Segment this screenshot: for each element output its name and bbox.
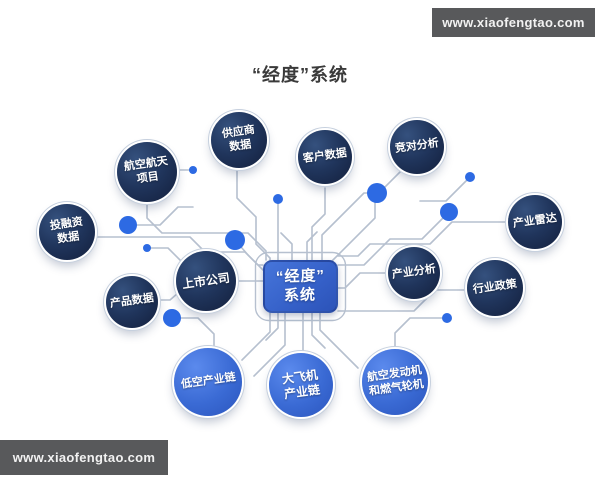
circuit-trace [306,231,318,261]
node-label: 航空航天 项目 [123,155,169,186]
circuit-trace [319,312,359,369]
circuit-trace [241,312,271,361]
diagram-title: “经度”系统 [252,65,348,85]
node-aerospace-project: 航空航天 项目 [117,142,177,202]
node-investment-data: 投融资 数据 [39,204,95,260]
circuit-trace [311,187,326,261]
circuit-trace [337,289,468,312]
circuit-trace [337,221,509,257]
circuit-trace [337,272,389,289]
node-industry-policy: 行业政策 [467,260,523,316]
node-label: 产品数据 [109,292,155,311]
circuit-trace [265,312,279,341]
connector-dot [465,172,475,182]
connector-dot [442,313,452,323]
connector-dot [163,309,181,327]
center-chip-line1: “经度” [275,266,326,286]
circuit-trace [331,166,406,262]
node-listed-company: 上市公司 [176,251,236,311]
center-chip: “经度” 系统 [263,260,338,313]
node-product-data: 产品数据 [106,276,158,328]
circuit-trace [419,176,471,202]
node-label: 航空发动机 和燃气轮机 [365,364,424,398]
node-industry-radar: 产业雷达 [508,195,562,249]
circuit-trace [146,247,185,265]
node-aero-engine-turbine: 航空发动机 和燃气轮机 [362,349,428,415]
center-chip-line2: 系统 [284,285,317,305]
circuit-trace [337,211,450,266]
connector-dot [143,244,151,252]
circuit-trace [253,312,286,377]
chip-outline [254,251,347,322]
node-customer-data: 客户数据 [298,130,352,184]
connector-dot [189,166,197,174]
connector-dot [367,183,387,203]
node-label: 低空产业链 [179,371,236,391]
node-competitor-analysis: 竞对分析 [390,120,444,174]
connector-dot [440,203,458,221]
node-label: 上市公司 [181,270,231,291]
connector-dot [225,230,245,250]
watermark-bottom: www.xiaofengtao.com [0,440,168,475]
circuit-trace [127,206,194,226]
node-low-altitude-chain: 低空产业链 [174,348,242,416]
node-label: 投融资 数据 [48,216,84,246]
node-label: 产业分析 [391,263,437,282]
watermark-top: www.xiaofengtao.com [432,8,595,37]
node-label: 大飞机 产业链 [281,367,321,402]
node-industry-analysis: 产业分析 [388,247,440,299]
node-large-aircraft-chain: 大飞机 产业链 [269,353,333,417]
node-label: 竞对分析 [394,137,440,156]
node-label: 行业政策 [472,278,518,297]
node-label: 产业雷达 [512,212,558,231]
circuit-trace [280,232,293,261]
circuit-trace [171,317,215,351]
node-supplier-data: 供应商 数据 [211,112,267,168]
node-label: 客户数据 [302,147,348,166]
circuit-trace [394,317,448,353]
node-label: 供应商 数据 [220,124,256,154]
connector-dot [119,216,137,234]
circuit-trace [236,169,271,261]
circuit-trace [311,312,326,349]
connector-dot [273,194,283,204]
circuit-trace [321,192,378,261]
